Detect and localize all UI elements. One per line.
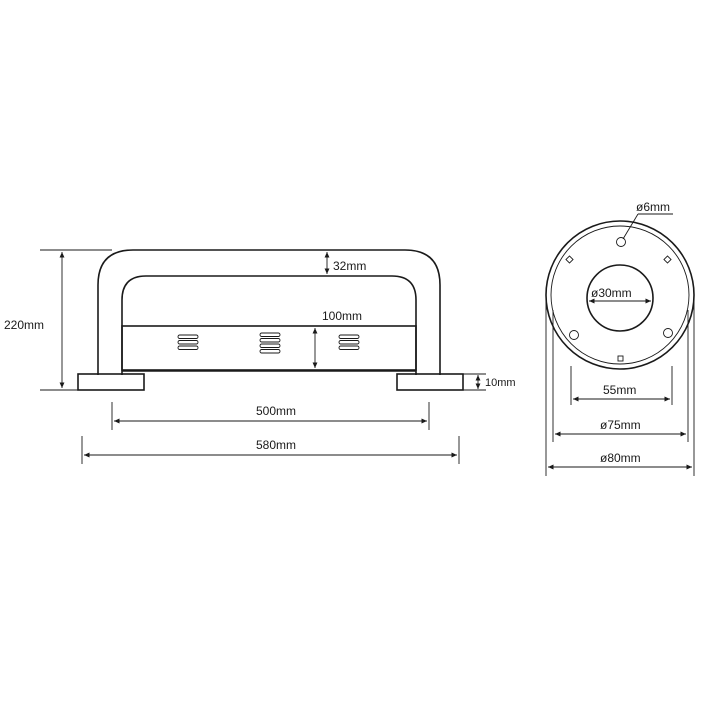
height-label: 220mm [4, 318, 44, 332]
marker-upper-right [663, 255, 672, 264]
end-view: ø6mm ø30mm 55mm ø75mm ø80mm [545, 200, 695, 476]
rail-outer-outline [97, 249, 441, 375]
rail-inner-outline [121, 275, 417, 375]
outer-flange-circle [545, 220, 695, 370]
shelf-label: 100mm [322, 309, 362, 323]
mount-hole-right [663, 328, 673, 338]
base-label: 10mm [485, 377, 516, 389]
marker-bottom [617, 355, 624, 362]
vent-slots-left [177, 334, 199, 350]
hole-leader-line [622, 213, 639, 240]
base-plate-right [396, 373, 464, 391]
hole-spacing-label: 55mm [603, 383, 636, 397]
inner-width-label: 500mm [256, 404, 296, 418]
tube-label: 32mm [333, 259, 366, 273]
shelf-box [121, 325, 417, 371]
mount-hole-left [569, 330, 579, 340]
inner-flange-circle [550, 225, 690, 365]
side-view: 220mm 32mm 100mm 10mm 500mm 580mm [4, 249, 516, 464]
vent-slots-middle [259, 332, 281, 354]
hole-label: ø6mm [636, 200, 670, 214]
vent-slots-right [338, 334, 360, 350]
mount-hole-top [616, 237, 626, 247]
base-plate-left [77, 373, 145, 391]
marker-upper-left [565, 255, 574, 264]
inner-diameter-label: ø75mm [600, 418, 641, 432]
center-bore [586, 264, 654, 332]
outer-diameter-label: ø80mm [600, 451, 641, 465]
outer-width-label: 580mm [256, 438, 296, 452]
bore-label: ø30mm [591, 286, 632, 300]
